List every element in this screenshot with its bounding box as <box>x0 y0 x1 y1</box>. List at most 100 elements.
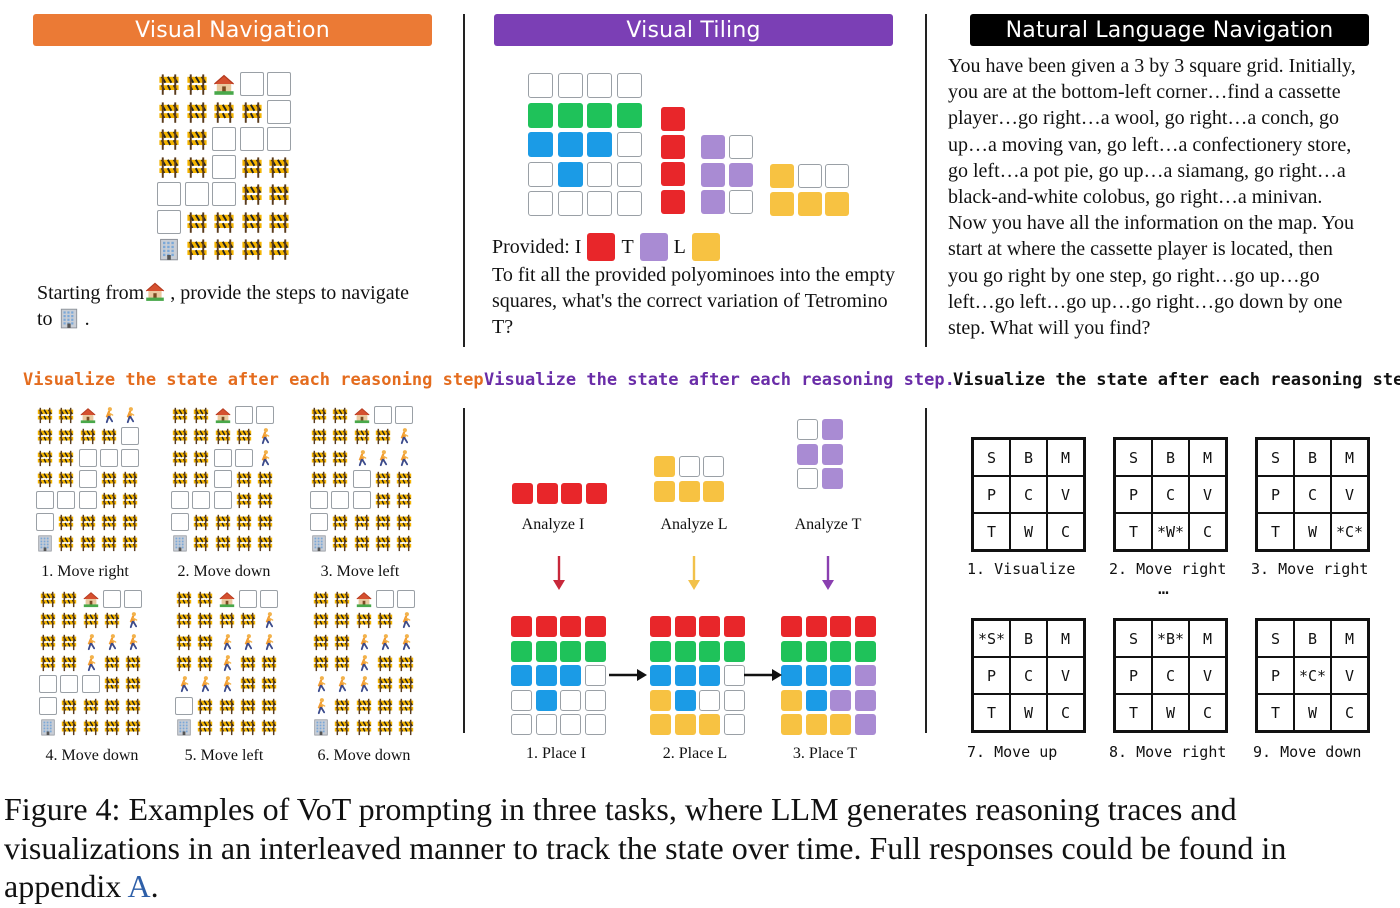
barrier-icon <box>175 633 193 651</box>
house-icon <box>214 406 232 424</box>
tile-B <box>674 665 696 686</box>
barrier-icon <box>192 470 210 488</box>
caption-appendix-link[interactable]: A <box>127 868 151 904</box>
barrier-icon <box>374 491 392 509</box>
walking-person-icon <box>374 449 392 467</box>
barrier-icon <box>256 491 274 509</box>
empty-cell <box>239 72 264 96</box>
house-icon <box>353 406 371 424</box>
tile-B <box>560 665 581 686</box>
prompt-start-text: Starting from <box>37 282 145 304</box>
tile-G <box>781 640 802 662</box>
barrier-icon <box>175 654 193 672</box>
tile-Y <box>674 714 696 735</box>
barrier-icon <box>36 427 54 445</box>
empty-cell <box>102 590 121 608</box>
barrier-icon <box>39 633 57 651</box>
navigation-step-4-label: 4. Move down <box>45 747 139 764</box>
tile-B <box>805 665 827 686</box>
barrier-icon <box>267 237 291 261</box>
empty-cell <box>375 590 394 608</box>
tile-Y <box>825 191 849 216</box>
nl-grid-cell: T <box>1115 513 1152 550</box>
barrier-icon <box>331 427 349 445</box>
empty-cell <box>60 675 79 694</box>
tile-Y <box>781 689 802 711</box>
barrier-icon <box>103 611 121 629</box>
tile-R <box>723 616 745 637</box>
barrier-icon <box>192 406 210 424</box>
visual-tiling-title: Visual Tiling <box>626 17 761 43</box>
barrier-icon <box>218 718 236 736</box>
barrier-icon <box>82 718 100 736</box>
empty-tile <box>535 714 557 735</box>
tile-B <box>535 689 557 711</box>
walking-person-icon <box>355 675 373 693</box>
nl-text-line: left…go left…go up…go right…go down by o… <box>948 290 1343 313</box>
barrier-icon <box>235 534 253 552</box>
barrier-icon <box>239 718 257 736</box>
walking-person-icon <box>312 675 330 693</box>
tile-P <box>701 162 725 187</box>
empty-tile <box>616 161 642 187</box>
barrier-icon <box>260 675 278 693</box>
nl-grid-cell: S <box>1115 620 1152 657</box>
empty-cell <box>238 590 257 608</box>
barrier-icon <box>192 534 210 552</box>
visual-navigation-banner: Visual Navigation <box>33 14 432 46</box>
empty-cell <box>395 406 414 424</box>
nl-grid-cell: T <box>973 694 1010 731</box>
empty-cell <box>121 427 140 446</box>
nl-grid-cell: *C* <box>1294 657 1331 694</box>
swatch-i <box>587 233 616 261</box>
barrier-icon <box>79 513 97 531</box>
empty-cell <box>212 154 236 179</box>
empty-cell <box>397 590 416 608</box>
empty-tile <box>616 73 642 98</box>
barrier-icon <box>331 449 349 467</box>
barrier-icon <box>157 72 181 96</box>
barrier-icon <box>124 675 142 693</box>
nl-grid-cell: P <box>1115 476 1152 513</box>
tile-B <box>535 665 557 686</box>
swatch-t <box>639 233 668 261</box>
empty-cell <box>124 590 143 608</box>
tile-P <box>821 443 843 465</box>
barrier-icon <box>185 155 209 179</box>
empty-cell <box>213 469 232 488</box>
barrier-icon <box>121 470 139 488</box>
tile-G <box>699 640 720 662</box>
office-icon <box>175 718 193 736</box>
nl-grid-label-4: 7. Move up <box>967 743 1058 761</box>
empty-cell <box>57 491 76 510</box>
barrier-icon <box>267 182 291 206</box>
tile-G <box>557 102 583 128</box>
prompt-middle-text: , provide the steps to navigate <box>170 282 410 304</box>
barrier-icon <box>212 100 236 124</box>
office-icon <box>39 718 57 736</box>
barrier-icon <box>192 427 210 445</box>
walking-person-icon <box>100 406 118 424</box>
tile-R <box>536 483 558 504</box>
down-arrow-icon <box>822 556 834 595</box>
barrier-icon <box>376 697 394 715</box>
barrier-icon <box>175 611 193 629</box>
barrier-icon <box>239 654 257 672</box>
tile-Y <box>654 456 675 477</box>
visual-tiling-banner: Visual Tiling <box>494 14 893 46</box>
tile-P <box>854 665 876 686</box>
barrier-icon <box>256 534 274 552</box>
barrier-icon <box>239 675 257 693</box>
nl-navigation-text: You have been given a 3 by 3 square grid… <box>948 53 1356 341</box>
t-label: T <box>621 236 634 258</box>
barrier-icon <box>185 210 209 234</box>
divider-bottom-right <box>925 408 927 733</box>
barrier-icon <box>60 697 78 715</box>
walking-person-icon <box>397 633 415 651</box>
barrier-icon <box>235 470 253 488</box>
tile-R <box>674 616 696 637</box>
tile-R <box>661 189 685 214</box>
barrier-icon <box>333 697 351 715</box>
